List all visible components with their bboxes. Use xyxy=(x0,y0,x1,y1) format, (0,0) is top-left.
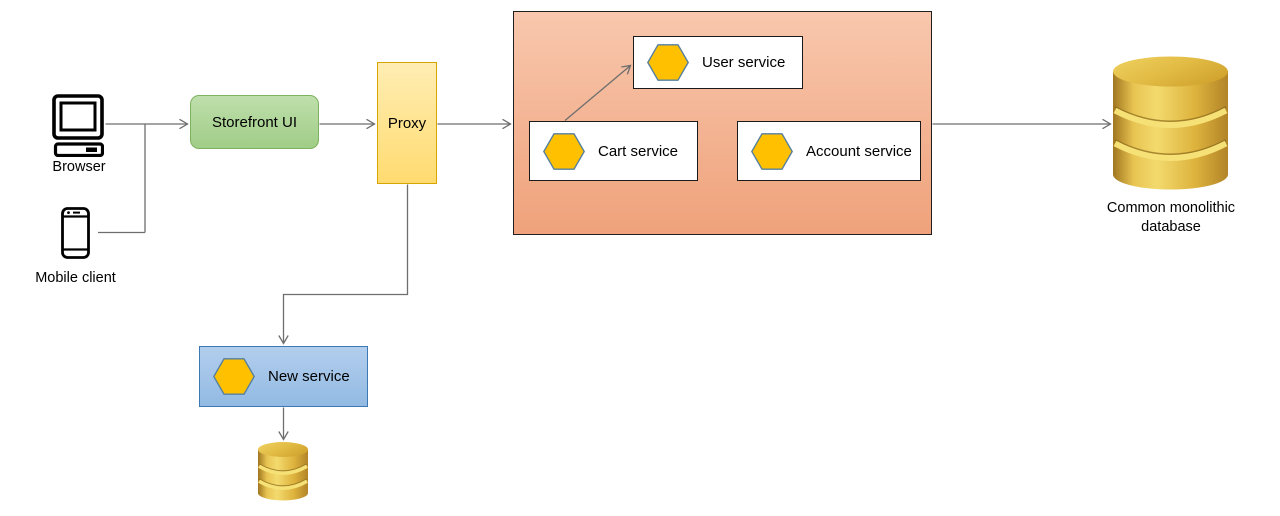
database-cylinder-icon xyxy=(1113,56,1228,190)
cart-service-label: Cart service xyxy=(598,142,679,160)
node-account-service: Account service xyxy=(737,121,921,181)
proxy-label: Proxy xyxy=(387,114,427,132)
node-cart-service: Cart service xyxy=(529,121,698,181)
node-user-service: User service xyxy=(633,36,803,89)
database-cylinder-icon xyxy=(258,442,308,501)
node-new-service: New service xyxy=(199,346,368,407)
storefront-ui-label: Storefront UI xyxy=(211,113,298,131)
desktop-computer-icon xyxy=(52,94,104,157)
smartphone-icon xyxy=(61,207,90,259)
edge-mobile-to-junction xyxy=(98,124,146,234)
account-service-label: Account service xyxy=(806,142,912,160)
node-proxy: Proxy xyxy=(377,62,437,184)
hexagon-service-icon xyxy=(751,132,793,170)
edge-proxy-to-new-service xyxy=(278,184,409,345)
common-db-label: Common monolithic database xyxy=(1106,200,1236,235)
new-service-label: New service xyxy=(268,368,350,385)
node-storefront-ui: Storefront UI xyxy=(190,95,319,149)
hexagon-service-icon xyxy=(213,358,255,395)
hexagon-service-icon xyxy=(647,44,689,81)
mobile-client-label: Mobile client xyxy=(35,270,116,286)
hexagon-service-icon xyxy=(543,132,585,170)
user-service-label: User service xyxy=(702,54,786,71)
browser-label: Browser xyxy=(52,159,106,175)
